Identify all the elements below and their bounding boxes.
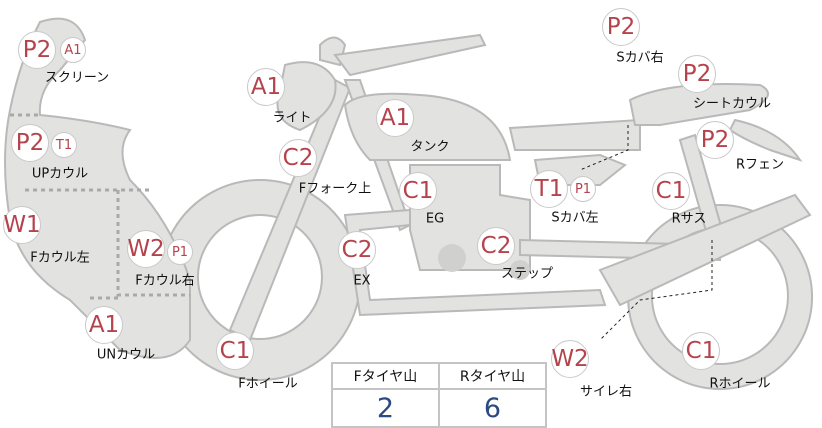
frame <box>333 33 487 77</box>
f-cowl-right-subcode[interactable]: P1 <box>167 239 193 265</box>
screen-code[interactable]: P2 <box>18 31 56 69</box>
r-suspension-code[interactable]: C1 <box>652 172 690 210</box>
r-suspension-label: Rサス <box>671 211 707 227</box>
f-tire-value: 2 <box>331 388 440 428</box>
silencer-right-code[interactable]: W2 <box>551 340 589 378</box>
f-wheel-code[interactable]: C1 <box>216 332 254 370</box>
f-cowl-left-code[interactable]: W1 <box>3 206 41 244</box>
f-tire-header: Fタイヤ山 <box>331 362 440 390</box>
f-cowl-left-label: Fカウル左 <box>30 250 90 266</box>
headlight <box>276 61 337 132</box>
screen-subcode[interactable]: A1 <box>60 37 86 63</box>
silencer-right-label: サイレ右 <box>579 384 633 400</box>
step-code[interactable]: C2 <box>477 227 515 265</box>
seat-cowl-label: シートカウル <box>692 96 772 112</box>
exhaust-code[interactable]: C2 <box>338 231 376 269</box>
f-cowl-right-label: Fカウル右 <box>135 273 195 289</box>
exhaust-label: EX <box>353 273 371 289</box>
r-wheel-label: Rホイール <box>709 376 771 392</box>
rear-fender <box>728 118 803 162</box>
s-cover-right-code[interactable]: P2 <box>602 8 640 46</box>
tank-label: タンク <box>410 139 450 155</box>
f-fork-upper-code[interactable]: C2 <box>279 139 317 177</box>
s-cover-left-subcode[interactable]: P1 <box>570 176 596 202</box>
f-wheel-label: Fホイール <box>238 376 298 392</box>
r-tire-header: Rタイヤ山 <box>438 362 547 390</box>
s-cover-left-label: Sカバ左 <box>551 210 599 226</box>
s-cover-left-code[interactable]: T1 <box>530 170 568 208</box>
r-tire-value: 6 <box>438 388 547 428</box>
up-cowl-label: UPカウル <box>31 166 89 182</box>
light-label: ライト <box>272 110 312 126</box>
seat-cowl-code[interactable]: P2 <box>678 55 716 93</box>
tire-tread-table: Fタイヤ山 Rタイヤ山 2 6 <box>331 362 547 428</box>
engine-label: EG <box>425 211 445 227</box>
exhaust-pipe <box>343 208 607 317</box>
r-fender-label: Rフェン <box>735 157 785 173</box>
s-cover-right-label: Sカバ右 <box>616 50 664 66</box>
up-cowl-subcode[interactable]: T1 <box>51 132 77 158</box>
r-fender-code[interactable]: P2 <box>696 121 734 159</box>
f-fork-upper-label: Fフォーク上 <box>298 181 372 197</box>
f-cowl-right-code[interactable]: W2 <box>127 230 165 268</box>
r-wheel-code[interactable]: C1 <box>682 332 720 370</box>
screen-label: スクリーン <box>44 70 110 86</box>
engine-plug <box>438 244 466 272</box>
engine-code[interactable]: C1 <box>399 172 437 210</box>
un-cowl-code[interactable]: A1 <box>85 306 123 344</box>
seat-cowl-shape <box>628 83 769 126</box>
un-cowl-label: UNカウル <box>96 347 156 363</box>
seat <box>508 118 641 151</box>
silencer <box>598 193 812 307</box>
front-wheel <box>159 179 362 381</box>
tank-code[interactable]: A1 <box>376 99 414 137</box>
step-label: ステップ <box>500 266 554 282</box>
step-peg <box>510 260 530 280</box>
front-cowl <box>4 17 191 359</box>
light-code[interactable]: A1 <box>247 68 285 106</box>
up-cowl-code[interactable]: P2 <box>11 124 49 162</box>
